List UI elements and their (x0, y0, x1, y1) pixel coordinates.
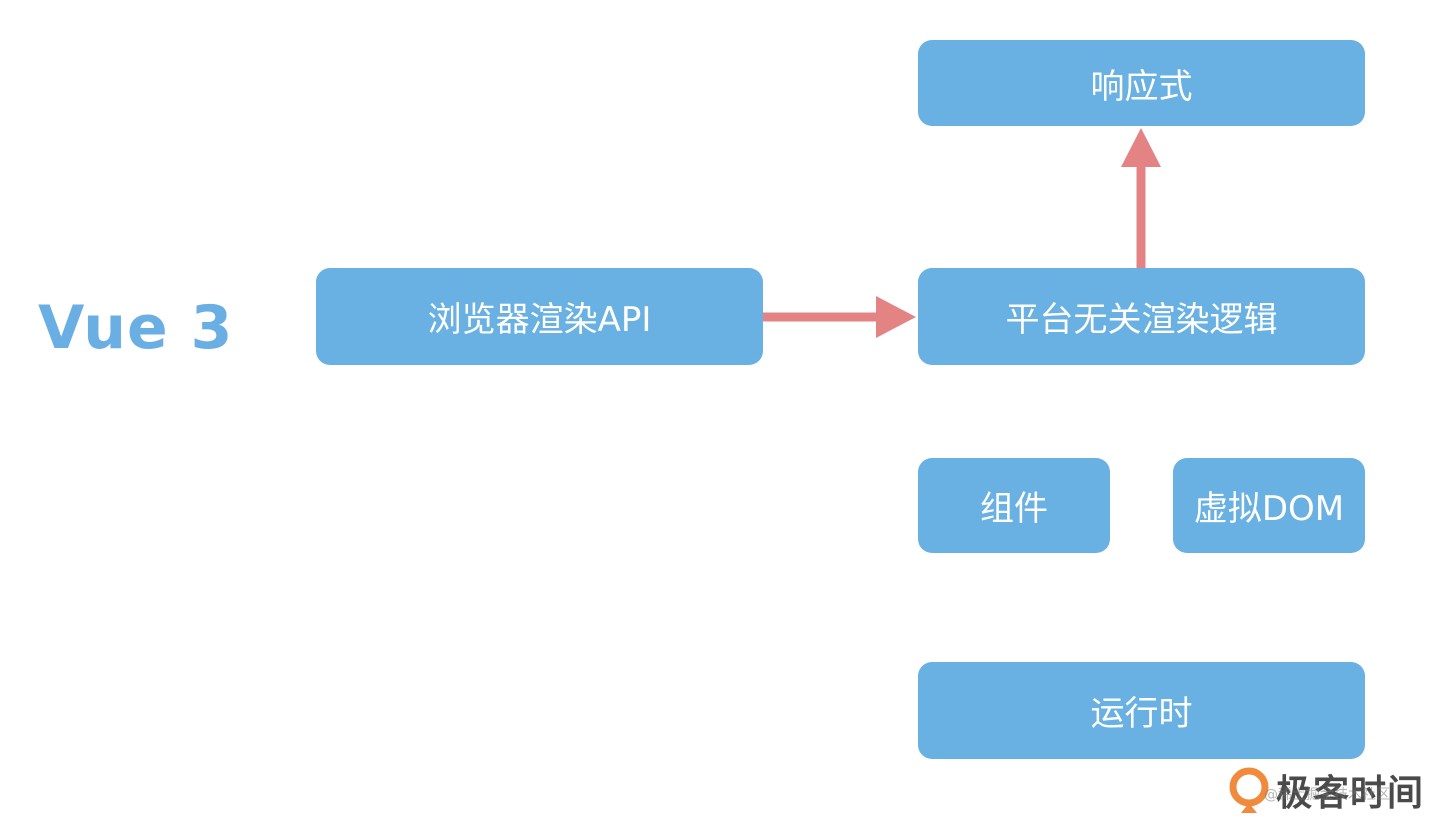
platform-independent-render-logic-label: 平台无关渲染逻辑 (1005, 300, 1278, 340)
arrow-browser-to-platform (763, 296, 916, 338)
platform-independent-render-logic-box: 平台无关渲染逻辑 (918, 268, 1365, 365)
virtual-dom-box: 虚拟DOM (1173, 458, 1365, 553)
component-label: 组件 (980, 489, 1048, 529)
diagram-title: Vue 3 (38, 293, 234, 363)
reactive-box: 响应式 (918, 40, 1365, 126)
arrow-platform-to-reactive (1121, 128, 1161, 268)
runtime-label: 运行时 (1090, 694, 1193, 734)
virtual-dom-label: 虚拟DOM (1193, 489, 1345, 529)
reactive-label: 响应式 (1090, 66, 1193, 107)
watermark-brand: 极客时间 (1276, 773, 1425, 814)
browser-render-api-box: 浏览器渲染API (316, 268, 763, 365)
component-box: 组件 (918, 458, 1110, 553)
geekbang-logo-icon (1228, 767, 1270, 813)
watermark-subtext: @稀土掘金技术社区 (1264, 787, 1390, 803)
browser-render-api-label: 浏览器渲染API (427, 300, 652, 340)
geekbang-watermark: 极客时间 @稀土掘金技术社区 (1228, 764, 1438, 816)
runtime-box: 运行时 (918, 662, 1365, 759)
